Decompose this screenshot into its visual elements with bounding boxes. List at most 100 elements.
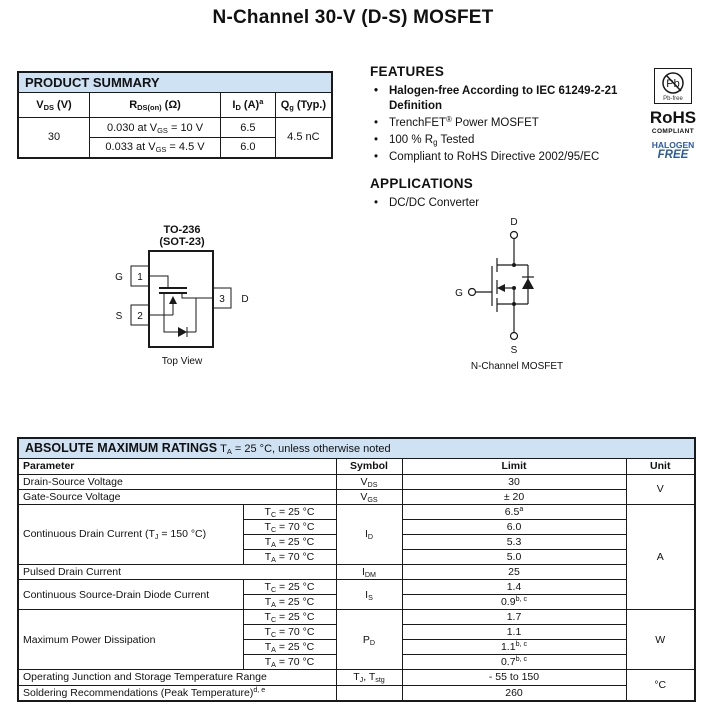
symbol-id: ID <box>335 503 403 566</box>
feature-item: • Halogen-free According to IEC 61249-2-… <box>374 84 646 114</box>
pin1-number: 1 <box>137 272 143 283</box>
source-pin-label: S <box>116 311 123 322</box>
halogen-label: HALOGEN <box>651 140 695 150</box>
product-summary-table: PRODUCT SUMMARY VDS (V) RDS(on) (Ω) ID (… <box>17 71 333 159</box>
limit-pd-ta70: 0.7b, c <box>401 654 627 671</box>
junction-dot <box>512 302 516 306</box>
package-diagram: TO-236 (SOT-23) 1 2 3 G S D Top View <box>115 224 249 367</box>
header-qg: Qg (Typ.) <box>274 92 333 118</box>
symbol-tj-tstg: TJ, Tstg <box>335 669 403 686</box>
condition-ta70: TA = 70 °C <box>242 654 337 671</box>
mosfet-symbol-lines <box>475 238 534 332</box>
diode-symbol <box>178 327 187 337</box>
pin2-number: 2 <box>137 311 143 322</box>
symbol-pd: PD <box>335 609 403 671</box>
limit-id-ta70: 5.0 <box>401 548 627 566</box>
table-row: Gate-Source Voltage VGS ± 20 <box>17 488 695 505</box>
gate-label: G <box>455 288 463 299</box>
limit-id-tc25: 6.5a <box>401 503 627 520</box>
param-source-drain-diode-current: Continuous Source-Drain Diode Current <box>17 579 244 611</box>
rohs-compliant-label: COMPLIANT <box>651 128 695 135</box>
body-arrow <box>169 296 177 304</box>
table-row: Continuous Drain Current (TJ = 150 °C) T… <box>17 503 696 611</box>
page-title: N-Channel 30-V (D-S) MOSFET <box>212 7 494 28</box>
limit-idm: 25 <box>401 564 627 581</box>
internal-mosfet-sketch <box>149 275 213 337</box>
drain-terminal <box>509 230 519 240</box>
pb-free-icon: Pb Pb-free <box>654 68 692 104</box>
body-diode <box>522 278 534 289</box>
condition-ta25: TA = 25 °C <box>242 533 337 550</box>
product-summary-row: 0.033 at VGS = 4.5 V 6.0 <box>18 137 332 158</box>
application-text: DC/DC Converter <box>389 196 480 209</box>
limit-soldering: 260 <box>401 684 627 702</box>
symbol-is: IS <box>335 579 403 611</box>
product-summary-title: PRODUCT SUMMARY <box>17 71 333 93</box>
limit-id-ta25: 5.3 <box>401 533 627 550</box>
table-row: TA = 70 °C 0.7b, c <box>18 654 695 671</box>
bullet-icon: • <box>374 196 379 209</box>
unit-w: W <box>625 609 696 671</box>
condition-ta25: TA = 25 °C <box>242 594 337 611</box>
amr-header-row: Parameter Symbol Limit Unit <box>17 457 696 475</box>
param-continuous-drain-current: Continuous Drain Current (TJ = 150 °C) <box>17 503 244 566</box>
condition-tc70: TC = 70 °C <box>242 518 337 535</box>
cell-rds-4v5: 0.033 at VGS = 4.5 V <box>88 137 222 158</box>
table-row: TA = 25 °C 1.1b, c <box>18 639 695 656</box>
bullet-icon: • <box>374 150 379 163</box>
product-summary-header-row: VDS (V) RDS(on) (Ω) ID (A)a Qg (Typ.) <box>17 92 333 118</box>
symbol-caption: N-Channel MOSFET <box>471 361 563 372</box>
symbol-vgs: VGS <box>335 488 403 505</box>
package-name: TO-236 <box>163 224 200 236</box>
symbol-empty <box>335 684 403 702</box>
condition-ta70: TA = 70 °C <box>242 548 337 566</box>
limit-id-tc70: 6.0 <box>401 518 627 535</box>
symbol-idm: IDM <box>335 564 403 581</box>
application-item: • DC/DC Converter <box>374 196 646 211</box>
junction-dot <box>512 263 516 267</box>
param-drain-source-voltage: Drain-Source Voltage <box>17 473 337 490</box>
table-row: Soldering Recommendations (Peak Temperat… <box>17 684 695 702</box>
package-name-2: (SOT-23) <box>159 236 205 248</box>
junction-dot <box>512 286 516 290</box>
drain-label: D <box>510 217 517 228</box>
bullet-icon: • <box>374 133 379 146</box>
applications-heading: APPLICATIONS <box>370 175 474 191</box>
limit-is-ta25: 0.9b, c <box>401 594 627 611</box>
limit-temp-range: - 55 to 150 <box>401 669 627 686</box>
limit-pd-tc25: 1.7 <box>401 609 627 626</box>
header-unit: Unit <box>625 457 696 475</box>
table-row: TC = 70 °C 1.1 <box>18 624 695 641</box>
limit-pd-ta25: 1.1b, c <box>401 639 627 656</box>
table-row: Pulsed Drain Current IDM 25 <box>17 564 695 581</box>
features-section: FEATURES • Halogen-free According to IEC… <box>370 64 646 213</box>
feature-item: • Compliant to RoHS Directive 2002/95/EC <box>374 150 646 165</box>
param-gate-source-voltage: Gate-Source Voltage <box>17 488 337 505</box>
limit-vds: 30 <box>401 473 627 490</box>
feature-item: • TrenchFET® Power MOSFET <box>374 114 646 131</box>
rohs-label: RoHS <box>649 108 697 127</box>
header-rds-on: RDS(on) (Ω) <box>88 92 222 118</box>
features-heading: FEATURES <box>370 64 445 79</box>
bullet-icon: • <box>374 116 379 129</box>
feature-text: 100 % Rg Tested <box>389 133 475 147</box>
param-max-power-dissipation: Maximum Power Dissipation <box>17 609 244 671</box>
cell-id-4v5: 6.0 <box>220 137 276 158</box>
unit-a: A <box>625 503 696 611</box>
header-limit: Limit <box>401 457 627 475</box>
condition-tc25: TC = 25 °C <box>242 579 337 596</box>
compliance-badge: Pb Pb-free RoHS COMPLIANT HALOGEN FREE <box>643 68 703 162</box>
symbol-vds: VDS <box>335 473 403 490</box>
table-row: Operating Junction and Storage Temperatu… <box>17 669 696 702</box>
limit-vgs: ± 20 <box>401 488 627 505</box>
halogen-free-label: FREE <box>657 149 689 161</box>
gate-terminal <box>467 287 477 297</box>
header-vds: VDS (V) <box>17 92 90 118</box>
table-row: TA = 25 °C 0.9b, c <box>18 594 695 611</box>
feature-text: TrenchFET® Power MOSFET <box>389 114 539 129</box>
param-operating-temp-range: Operating Junction and Storage Temperatu… <box>17 669 337 686</box>
condition-tc25: TC = 25 °C <box>242 503 337 520</box>
